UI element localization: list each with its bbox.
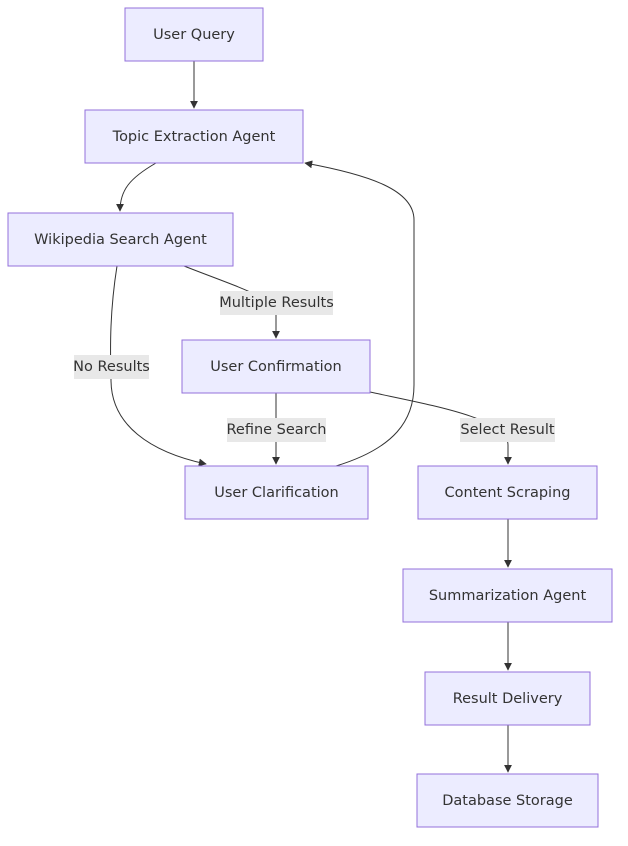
edge-topic-to-wikipedia: [116, 162, 157, 212]
node-summarization-agent[interactable]: Summarization Agent: [402, 568, 613, 623]
node-database-storage-label: Database Storage: [442, 793, 573, 809]
node-user-clarification[interactable]: User Clarification: [184, 465, 369, 520]
node-wikipedia-search-agent[interactable]: Wikipedia Search Agent: [7, 212, 234, 267]
node-result-delivery-label: Result Delivery: [453, 691, 563, 707]
edge-clarification-to-topic: [304, 160, 415, 467]
edge-label-no-results-text: No Results: [73, 359, 150, 375]
edge-label-multiple-results-text: Multiple Results: [219, 295, 334, 311]
node-user-confirmation[interactable]: User Confirmation: [181, 339, 371, 394]
node-content-scraping[interactable]: Content Scraping: [417, 465, 598, 520]
node-user-confirmation-label: User Confirmation: [210, 359, 341, 375]
edge-label-multiple-results: Multiple Results: [219, 291, 334, 315]
node-content-scraping-label: Content Scraping: [445, 485, 571, 501]
node-topic-extraction-agent-label: Topic Extraction Agent: [112, 129, 276, 145]
node-summarization-agent-label: Summarization Agent: [429, 588, 587, 604]
edge-label-refine-search-text: Refine Search: [226, 422, 326, 438]
node-user-query-label: User Query: [153, 27, 235, 43]
edge-label-no-results: No Results: [73, 355, 150, 379]
edge-label-refine-search: Refine Search: [226, 418, 327, 442]
edge-wikipedia-to-clarification: [110, 265, 207, 467]
node-database-storage[interactable]: Database Storage: [416, 773, 599, 828]
node-user-query[interactable]: User Query: [124, 7, 264, 62]
edge-label-select-result: Select Result: [460, 418, 555, 442]
edge-label-select-result-text: Select Result: [460, 422, 554, 438]
node-user-clarification-label: User Clarification: [214, 485, 338, 501]
node-topic-extraction-agent[interactable]: Topic Extraction Agent: [84, 109, 304, 164]
node-wikipedia-search-agent-label: Wikipedia Search Agent: [34, 232, 207, 248]
node-result-delivery[interactable]: Result Delivery: [424, 671, 591, 726]
